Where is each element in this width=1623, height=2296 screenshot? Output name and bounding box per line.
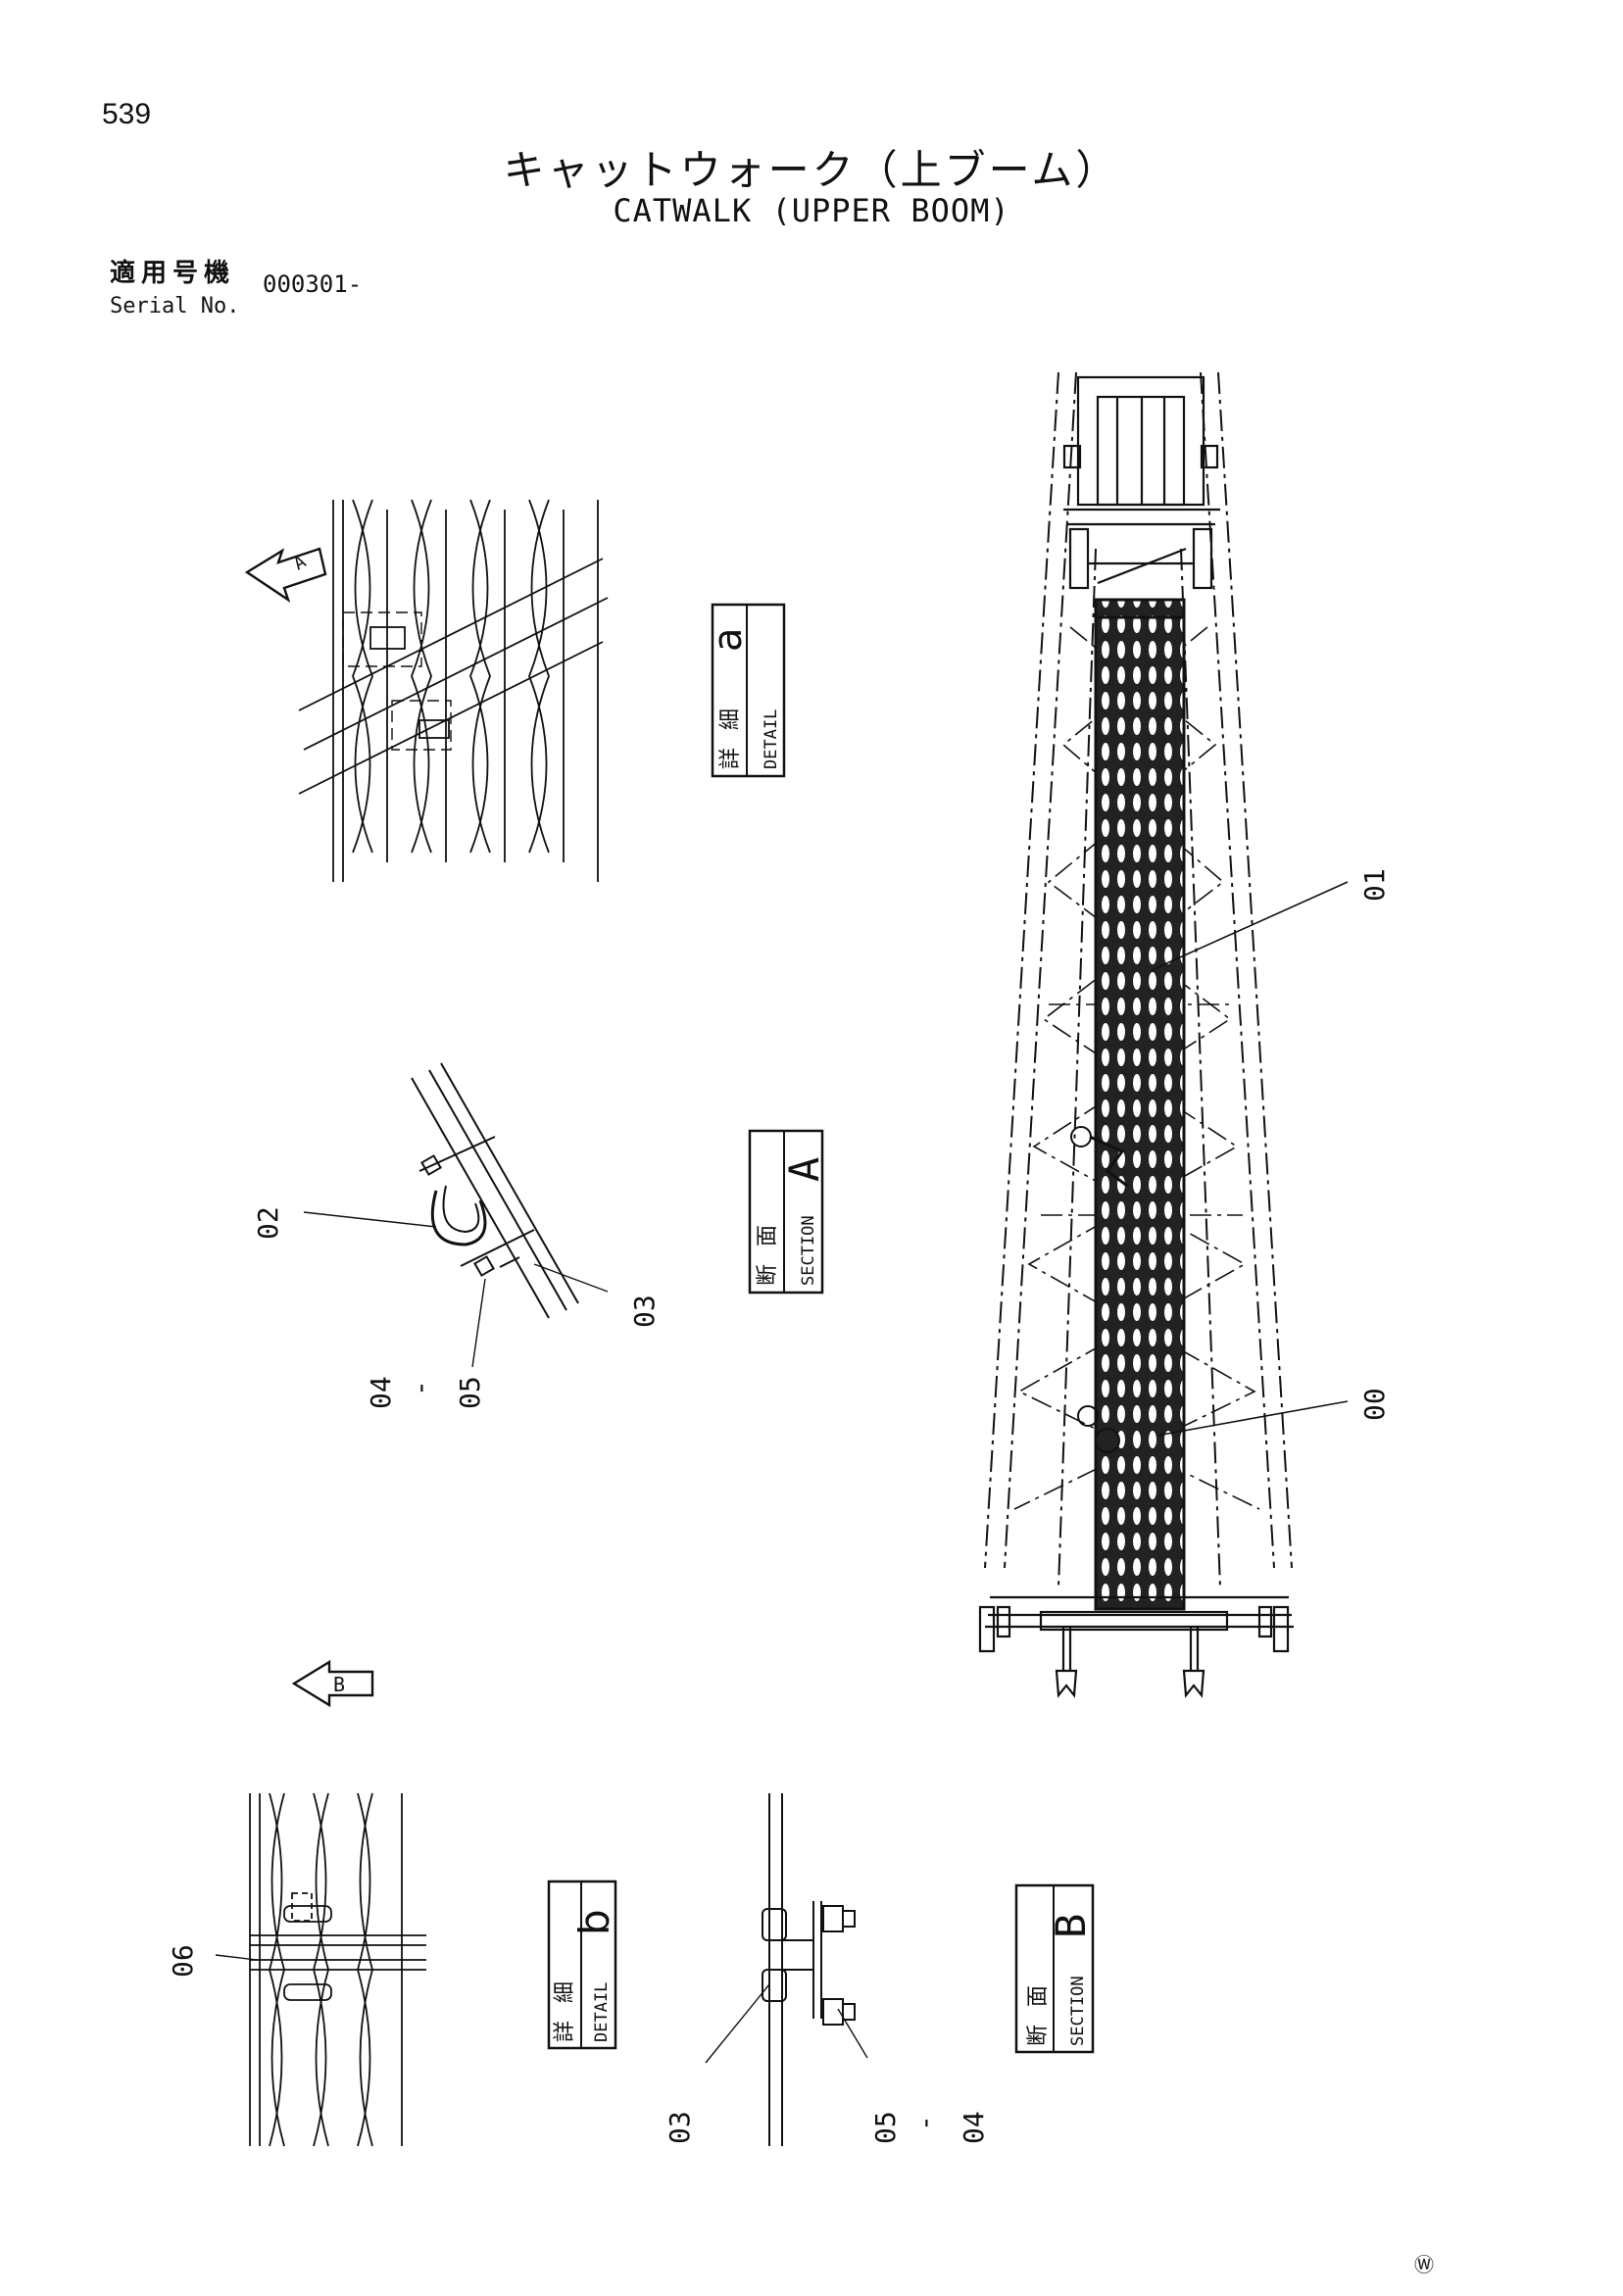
detail-a-jp2: 細: [718, 708, 743, 730]
label-detail-b: [547, 1880, 617, 2050]
callout-01: 01: [1358, 868, 1391, 902]
detail-b-jp2: 細: [553, 1981, 577, 2003]
section-b-en: SECTION: [1068, 1976, 1088, 2046]
section-b-jp1: 断: [1026, 2025, 1051, 2046]
view-arrow-b-icon: [291, 1659, 374, 1708]
arrow-a-letter: A: [290, 552, 310, 575]
section-a-jp2: 面: [756, 1225, 780, 1246]
section-b-letter: B: [1047, 1914, 1095, 1938]
serial-label-english: Serial No.: [110, 294, 240, 318]
detail-b-en: DETAIL: [592, 1982, 612, 2042]
callout-dash-section-a: -: [404, 1380, 436, 1396]
section-b-view: [705, 1793, 868, 2146]
detail-a-jp1: 詳: [718, 748, 743, 769]
callout-06: 06: [167, 1944, 199, 1978]
page-number: 539: [102, 98, 152, 130]
callout-04-section-b: 04: [958, 2111, 990, 2144]
corner-mark: Ⓦ: [1414, 2253, 1434, 2276]
detail-b-letter: b: [570, 1909, 618, 1935]
section-a-letter: A: [780, 1157, 828, 1182]
upper-boom-view: [978, 371, 1349, 1698]
callout-00: 00: [1358, 1388, 1391, 1421]
callout-05-section-b: 05: [869, 2111, 902, 2144]
view-arrow-a-icon: [244, 547, 327, 603]
serial-label-japanese: 適用号機: [110, 259, 236, 288]
serial-number-value: 000301-: [263, 270, 363, 298]
detail-b-jp1: 詳: [553, 2021, 577, 2042]
detail-a-en: DETAIL: [762, 709, 781, 769]
label-section-a: [748, 1129, 824, 1295]
arrow-b-letter: B: [333, 1673, 345, 1696]
callout-dash-section-b: -: [909, 2115, 941, 2131]
section-b-jp2: 面: [1026, 1985, 1051, 2007]
page-title-english: CATWALK (UPPER BOOM): [613, 192, 1010, 229]
callout-05-section-a: 05: [454, 1376, 486, 1409]
label-detail-a: [711, 603, 786, 778]
section-a-view: [303, 1062, 609, 1368]
callout-04-section-a: 04: [365, 1376, 397, 1409]
label-section-b: [1014, 1883, 1095, 2054]
detail-a-letter: a: [706, 627, 751, 652]
detail-b-view: [215, 1659, 426, 2147]
callout-03-section-a: 03: [628, 1295, 661, 1328]
page-title-japanese: キャットウォーク（上ブーム）: [503, 146, 1120, 194]
section-a-jp1: 断: [756, 1264, 780, 1286]
callout-03-section-b: 03: [664, 2111, 696, 2144]
detail-a-view: [244, 499, 609, 882]
catwalk-grating: [1094, 598, 1186, 1611]
callout-02: 02: [252, 1206, 284, 1240]
section-a-en: SECTION: [799, 1215, 818, 1286]
